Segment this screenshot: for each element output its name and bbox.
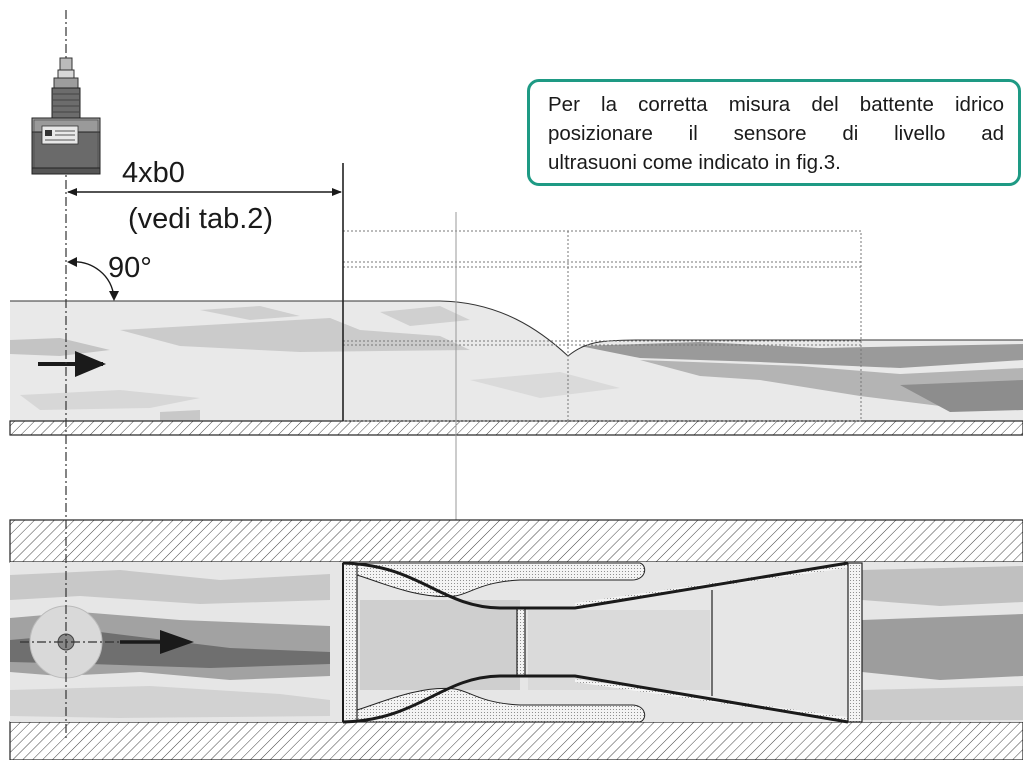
distance-reference-label: (vedi tab.2) (128, 203, 273, 235)
side-view-channel-floor (9, 420, 1023, 436)
side-view (9, 163, 1023, 712)
flume-profile-upper (342, 561, 849, 610)
outlet-flange (847, 562, 863, 723)
distance-label: 4xb0 (122, 157, 185, 189)
angle-arrow-head-left (67, 257, 77, 267)
top-view (9, 519, 1023, 760)
water-surface-line (10, 300, 1023, 357)
flume-upper-wall (343, 562, 646, 598)
flow-arrow-head-top (160, 630, 194, 654)
angle-label: 90° (108, 252, 152, 284)
angle-arrow-head-down (109, 291, 119, 301)
top-wall (9, 519, 1023, 563)
note-line-3: ultrasuoni come indicato in fig.3. (548, 151, 841, 174)
throat-post (516, 607, 526, 677)
flume-profile-lower (342, 674, 849, 724)
inlet-flange (342, 562, 358, 723)
side-view-water (10, 301, 1023, 421)
flume-top-outline (342, 561, 863, 724)
installation-note: Per la corretta misura del battente idri… (527, 79, 1021, 186)
note-line-1: Per la corretta misura del battente idri… (548, 93, 1004, 116)
flow-arrow-head-side (75, 351, 106, 377)
bottom-wall (9, 721, 1023, 760)
ultrasonic-sensor (31, 57, 101, 175)
flume-lower-wall (343, 687, 646, 723)
note-line-2: posizionare il sensore di livello ad (548, 122, 1004, 145)
